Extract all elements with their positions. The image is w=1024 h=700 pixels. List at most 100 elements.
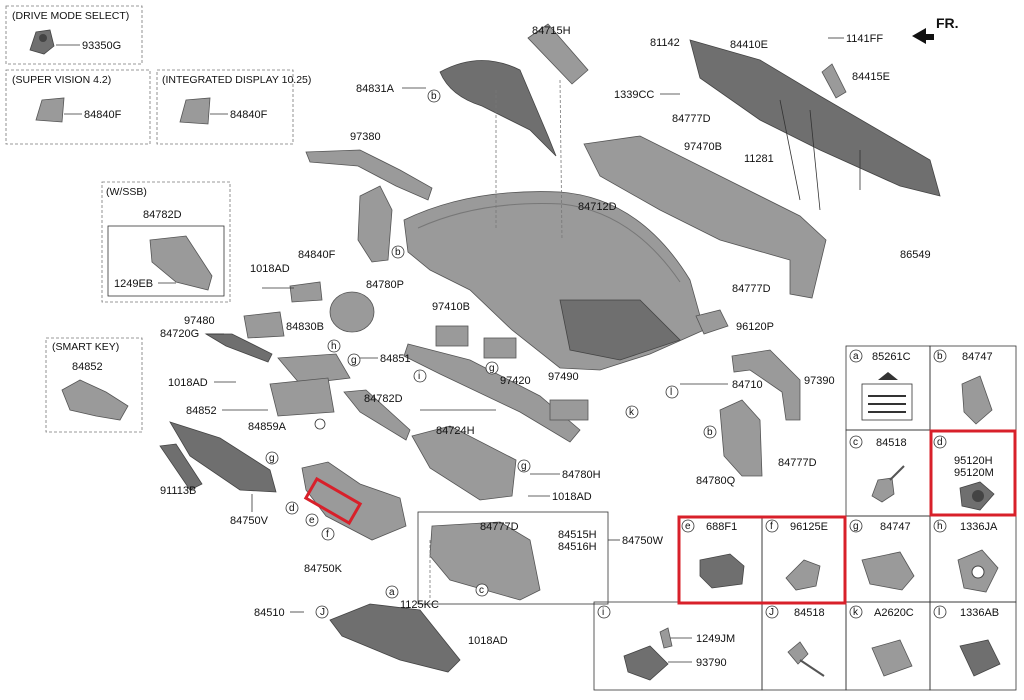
glove-box-84510 xyxy=(329,603,461,673)
callout-84750W: 84750W xyxy=(622,535,664,547)
callout-84750K: 84750K xyxy=(304,563,343,575)
callout-labels: 84715H 84831A 97380 84840F 1018AD 84780P… xyxy=(160,25,931,647)
ref-letter: f xyxy=(326,529,329,540)
grommet-icon xyxy=(871,477,895,503)
part-84780P-shape xyxy=(357,185,393,263)
legend-letter: b xyxy=(937,351,943,362)
ssb-panel-part xyxy=(149,235,213,291)
callout-97490: 97490 xyxy=(548,371,579,383)
callout-84415E: 84415E xyxy=(852,71,890,83)
direction-label: FR. xyxy=(936,15,959,31)
callout-84777D: 84777D xyxy=(778,457,817,469)
callout-1339CC: 1339CC xyxy=(614,89,654,101)
drive-mode-knob-part xyxy=(29,29,55,55)
legend-part: 84518 xyxy=(876,437,907,449)
part-91113B-shape xyxy=(159,443,203,491)
part-84831A-shape xyxy=(439,60,557,157)
callout-84851: 84851 xyxy=(380,353,411,365)
callout-91113B: 91113B xyxy=(160,485,196,497)
option-title: (SUPER VISION 4.2) xyxy=(12,74,111,86)
ref-letter: c xyxy=(479,585,484,596)
crash-pad-glovebox-area xyxy=(559,299,681,361)
ref-letter: i xyxy=(418,371,420,382)
legend-part: 95120M xyxy=(954,467,994,479)
callout-1018AD: 1018AD xyxy=(468,635,508,647)
part-number: 84782D xyxy=(143,209,182,221)
callout-84780P: 84780P xyxy=(366,279,404,291)
legend-part: 1336JA xyxy=(960,521,998,533)
screw-icon xyxy=(659,627,673,649)
callout-84777D: 84777D xyxy=(480,521,519,533)
glovebox-group-frame xyxy=(417,511,609,605)
legend-letter: J xyxy=(769,607,774,618)
nut-cage-icon xyxy=(959,639,1001,677)
callout-84830B: 84830B xyxy=(286,321,324,333)
display-bezel-part xyxy=(35,97,65,123)
option-smart-key: (SMART KEY) 84852 xyxy=(45,337,143,433)
option-title: (INTEGRATED DISPLAY 10.25) xyxy=(162,74,311,86)
option-w-ssb: (W/SSB) 84782D 1249EB xyxy=(101,181,231,303)
part-84415E-shape xyxy=(821,63,847,99)
ref-letter: a xyxy=(389,587,395,598)
highlight-box-ef xyxy=(677,515,847,605)
part-84780H-shape xyxy=(411,425,517,501)
ref-letter: h xyxy=(331,341,337,352)
part-84851-shape xyxy=(277,353,351,385)
part-84852-shape xyxy=(269,377,335,417)
part-84782D-shape xyxy=(343,389,411,441)
ref-letter: b xyxy=(431,91,437,102)
smart-key-panel-part xyxy=(61,379,129,421)
vent-97410B xyxy=(435,325,469,347)
callout-97420: 97420 xyxy=(500,375,531,387)
cowl-crossbar-84410E xyxy=(689,39,941,197)
callout-84724H: 84724H xyxy=(436,425,475,437)
fastener-legend: a 85261C b 84747 c 84518 d 95120H 95120M… xyxy=(593,345,1017,691)
clip-icon xyxy=(961,375,993,425)
callout-84510: 84510 xyxy=(254,607,285,619)
legend-letter: a xyxy=(853,351,859,362)
callout-81142: 81142 xyxy=(650,37,680,49)
callout-1018AD: 1018AD xyxy=(168,377,208,389)
ref-letter: e xyxy=(309,515,315,526)
ref-letter: J xyxy=(320,607,325,618)
part-84750W-shape xyxy=(429,521,541,601)
legend-letter: k xyxy=(853,607,859,618)
legend-letter: g xyxy=(853,521,859,532)
callout-1018AD: 1018AD xyxy=(250,263,290,275)
front-direction: FR. xyxy=(912,15,959,44)
option-super-vision: (SUPER VISION 4.2) 84840F xyxy=(5,69,151,145)
callout-84777D: 84777D xyxy=(732,283,771,295)
callout-84777D: 84777D xyxy=(672,113,711,125)
part-number: 84840F xyxy=(84,109,122,121)
legend-part: 84518 xyxy=(794,607,825,619)
label-sticker-icon xyxy=(861,383,913,421)
option-drive-mode-select: (DRIVE MODE SELECT) 93350G xyxy=(5,5,143,65)
highlight-box-main xyxy=(303,476,363,526)
knob-center-icon xyxy=(39,34,47,42)
legend-letter: i xyxy=(602,607,604,618)
callout-84715H: 84715H xyxy=(532,25,571,37)
legend-part: 688F1 xyxy=(706,521,737,533)
part-97390-shape xyxy=(731,349,801,421)
option-title: (W/SSB) xyxy=(106,186,147,198)
grommet-icon xyxy=(787,641,809,665)
display-bezel-part xyxy=(179,97,211,125)
legend-part: 96125E xyxy=(790,521,828,533)
module-icon xyxy=(699,553,745,589)
callout-84780Q: 84780Q xyxy=(696,475,736,487)
callout-97390: 97390 xyxy=(804,375,835,387)
option-title: (DRIVE MODE SELECT) xyxy=(12,10,129,22)
callout-1141FF: 1141FF xyxy=(846,33,883,45)
part-number: 1249EB xyxy=(114,278,153,290)
callout-84750V: 84750V xyxy=(230,515,269,527)
duct-97470B xyxy=(583,135,827,299)
switch-icon xyxy=(623,645,669,681)
legend-letter: f xyxy=(770,521,773,532)
speed-nut-icon xyxy=(871,639,913,677)
legend-part: 1336AB xyxy=(960,607,999,619)
callout-97480: 97480 xyxy=(184,315,215,327)
part-96120P-shape xyxy=(695,309,729,335)
ref-letter: b xyxy=(707,427,713,438)
callout-84410E: 84410E xyxy=(730,39,768,51)
part-84830B-shape xyxy=(329,291,375,333)
